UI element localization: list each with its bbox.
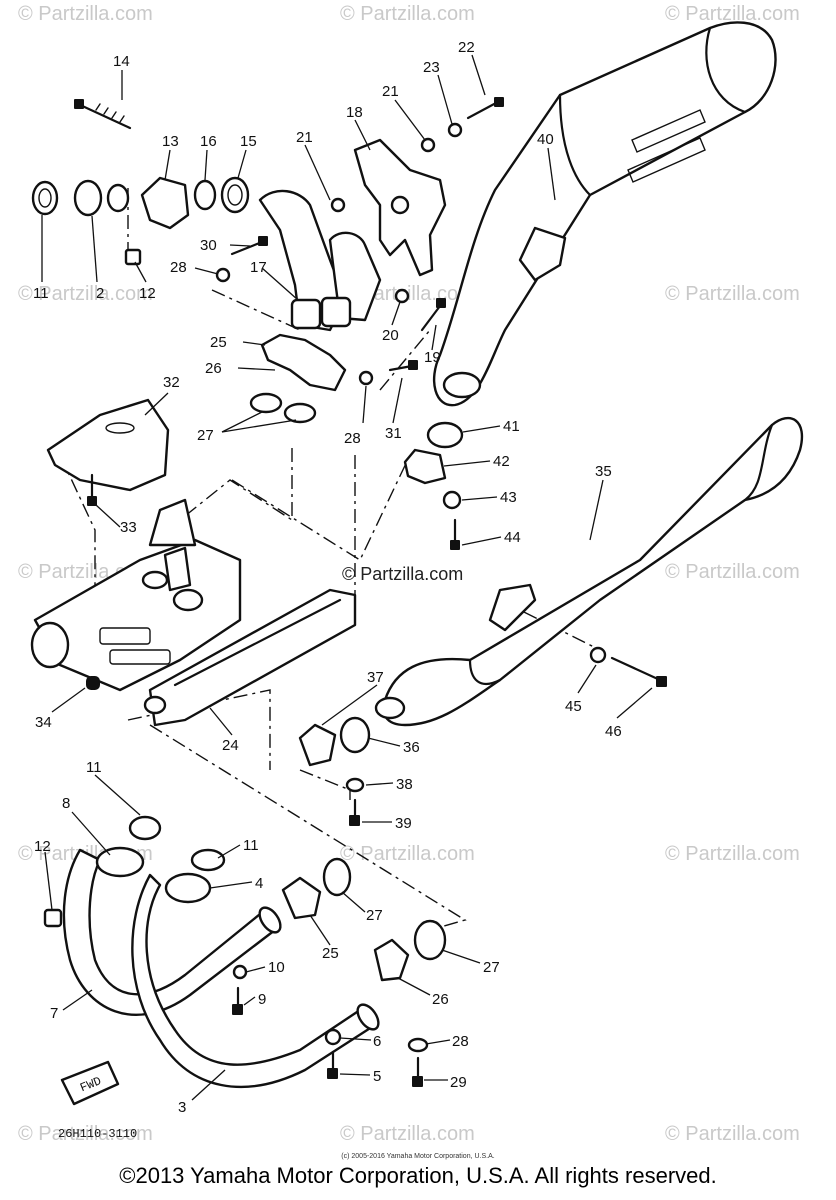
callout-16: 16: [200, 133, 217, 150]
copyright-notice: ©2013 Yamaha Motor Corporation, U.S.A. A…: [119, 1163, 717, 1188]
callout-39: 39: [395, 815, 412, 832]
callout-11: 11: [86, 759, 102, 776]
callout-22: 22: [458, 39, 475, 56]
watermark: © Partzilla.com: [665, 3, 800, 25]
callout-18: 18: [346, 104, 363, 121]
callout-27: 27: [366, 907, 383, 924]
callout-27: 27: [197, 427, 214, 444]
callout-10: 10: [268, 959, 285, 976]
callout-45: 45: [565, 698, 582, 715]
fine-print: (c) 2005-2016 Yamaha Motor Corporation, …: [341, 1153, 495, 1160]
callout-13: 13: [162, 133, 179, 150]
callout-32: 32: [163, 374, 180, 391]
watermark: © Partzilla.com: [665, 1123, 800, 1145]
callout-30: 30: [200, 237, 217, 254]
callout-28: 28: [170, 259, 187, 276]
callout-46: 46: [605, 723, 622, 740]
callout-2: 2: [96, 285, 104, 302]
callout-35: 35: [595, 463, 612, 480]
callout-9: 9: [258, 991, 266, 1008]
fwd-arrow-icon: FWD: [60, 1060, 120, 1106]
callout-26: 26: [205, 360, 222, 377]
callout-21: 21: [296, 129, 313, 146]
callout-44: 44: [504, 529, 521, 546]
muffler-40: [432, 21, 777, 407]
callout-5: 5: [373, 1068, 381, 1085]
callout-11: 11: [33, 285, 49, 302]
callout-34: 34: [35, 714, 52, 731]
callout-42: 42: [493, 453, 510, 470]
watermark: © Partzilla.com: [18, 1123, 153, 1145]
frame-bracket-24: [30, 498, 357, 727]
callout-14: 14: [113, 53, 130, 70]
stay-17: [258, 189, 382, 332]
watermark: © Partzilla.com: [665, 561, 800, 583]
callout-6: 6: [373, 1033, 381, 1050]
callout-31: 31: [385, 425, 402, 442]
callout-23: 23: [423, 59, 440, 76]
watermark: © Partzilla.com: [340, 1123, 475, 1145]
callout-leaders: [41, 54, 653, 1101]
callout-27: 27: [483, 959, 500, 976]
callout-29: 29: [450, 1074, 467, 1091]
bolts: [74, 97, 667, 1087]
center-watermark: © Partzilla.com: [342, 564, 463, 584]
callout-17: 17: [250, 259, 267, 276]
callout-4: 4: [255, 875, 263, 892]
callout-11: 11: [243, 837, 259, 854]
callout-40: 40: [537, 131, 554, 148]
callout-7: 7: [50, 1005, 58, 1022]
bracket-32: [46, 398, 170, 492]
callout-38: 38: [396, 776, 413, 793]
muffler-35: [374, 416, 803, 727]
callout-25: 25: [322, 945, 339, 962]
watermark: © Partzilla.com: [665, 843, 800, 865]
callout-12: 12: [139, 285, 156, 302]
callout-33: 33: [120, 519, 137, 536]
callout-19: 19: [424, 349, 441, 366]
callout-20: 20: [382, 327, 399, 344]
callout-25: 25: [210, 334, 227, 351]
callout-21: 21: [382, 83, 399, 100]
callout-43: 43: [500, 489, 517, 506]
callout-41: 41: [503, 418, 520, 435]
callout-3: 3: [178, 1099, 186, 1116]
watermark: © Partzilla.com: [340, 3, 475, 25]
small-parts: [31, 122, 607, 1053]
header-pipe-3: [131, 873, 380, 1089]
watermark: © Partzilla.com: [18, 283, 153, 305]
watermark: © Partzilla.com: [18, 3, 153, 25]
watermark: © Partzilla.com: [340, 843, 475, 865]
callout-numbers: 14 13 16 15 11 2 12 30 28 17 21 18 21 23…: [33, 39, 622, 1116]
drawing-code: 26H110-3110: [58, 1127, 137, 1141]
callout-26: 26: [432, 991, 449, 1008]
callout-8: 8: [62, 795, 70, 812]
watermark: © Partzilla.com: [665, 283, 800, 305]
callout-37: 37: [367, 669, 384, 686]
header-pipe-7: [62, 848, 282, 1017]
bracket-18: [353, 138, 447, 277]
callout-24: 24: [222, 737, 239, 754]
callout-15: 15: [240, 133, 257, 150]
callout-36: 36: [403, 739, 420, 756]
callout-12: 12: [34, 838, 51, 855]
callout-28: 28: [344, 430, 361, 447]
callout-28: 28: [452, 1033, 469, 1050]
